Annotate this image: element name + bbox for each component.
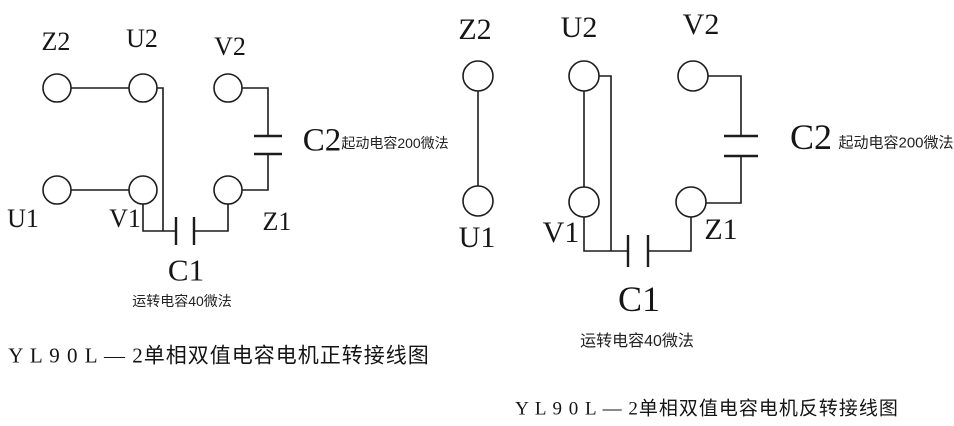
right-c2-label: C2 [789,117,833,157]
right-terminal-z2-circle [462,60,494,92]
right-terminal-z2-label: Z2 [458,13,492,46]
right-wire-v2-c2 [708,75,742,136]
left-c2-note: 起动电容200微法 [341,135,449,151]
left-wire-c2-z1 [242,154,269,191]
left-wire-u2-branch [157,87,164,231]
left-terminal-u1-label: U1 [7,204,39,233]
left-terminal-z2-circle [42,73,72,103]
right-terminal-v1-label: V1 [542,216,580,249]
right-terminal-z1-circle [675,186,707,218]
left-wire-v2-c2 [242,87,269,136]
left-terminal-v2-circle [213,73,243,103]
right-wire-c1-z1 [648,217,692,252]
right-terminal-u1-label: U1 [458,221,496,254]
right-wire-c2-z1 [706,156,742,204]
left-c1-label: C1 [167,252,205,288]
right-c1-label: C1 [617,279,661,319]
left-terminal-z1-label: Z1 [262,207,292,236]
right-terminal-v1-circle [568,186,600,218]
right-terminal-u2-label: U2 [560,11,598,44]
right-diagram-shapes [462,60,758,267]
left-c2-label: C2 [302,122,342,159]
left-wire-v1-c1 [142,204,176,232]
right-c2-note: 起动电容200微法 [838,134,954,152]
left-terminal-z1-circle [213,175,243,205]
right-diagram-caption: Y L 9 0 L — 2单相双值电容电机反转接线图 [515,398,899,420]
right-terminal-v2-circle [677,60,709,92]
left-terminal-u1-circle [42,175,72,205]
left-terminal-z2-label: Z2 [41,27,71,56]
right-terminal-u2-circle [568,60,600,92]
left-wire-c1-z1 [194,204,229,232]
left-terminal-v2-label: V2 [214,32,246,61]
left-diagram-caption: Y L 9 0 L — 2单相双值电容电机正转接线图 [8,343,430,368]
right-wire-u2-branch [599,75,612,251]
left-terminal-v1-label: V1 [109,204,141,233]
right-terminal-z1-label: Z1 [704,213,738,246]
right-terminal-u1-circle [462,185,494,217]
right-terminal-v2-label: V2 [682,8,720,41]
right-c1-note: 运转电容40微法 [580,333,694,350]
right-wire-v1-c1 [583,217,628,252]
left-terminal-u2-label: U2 [126,24,158,53]
left-terminal-v1-circle [128,175,158,205]
left-terminal-u2-circle [128,73,158,103]
left-diagram-shapes [42,73,282,245]
left-c1-note: 运转电容40微法 [132,293,232,309]
